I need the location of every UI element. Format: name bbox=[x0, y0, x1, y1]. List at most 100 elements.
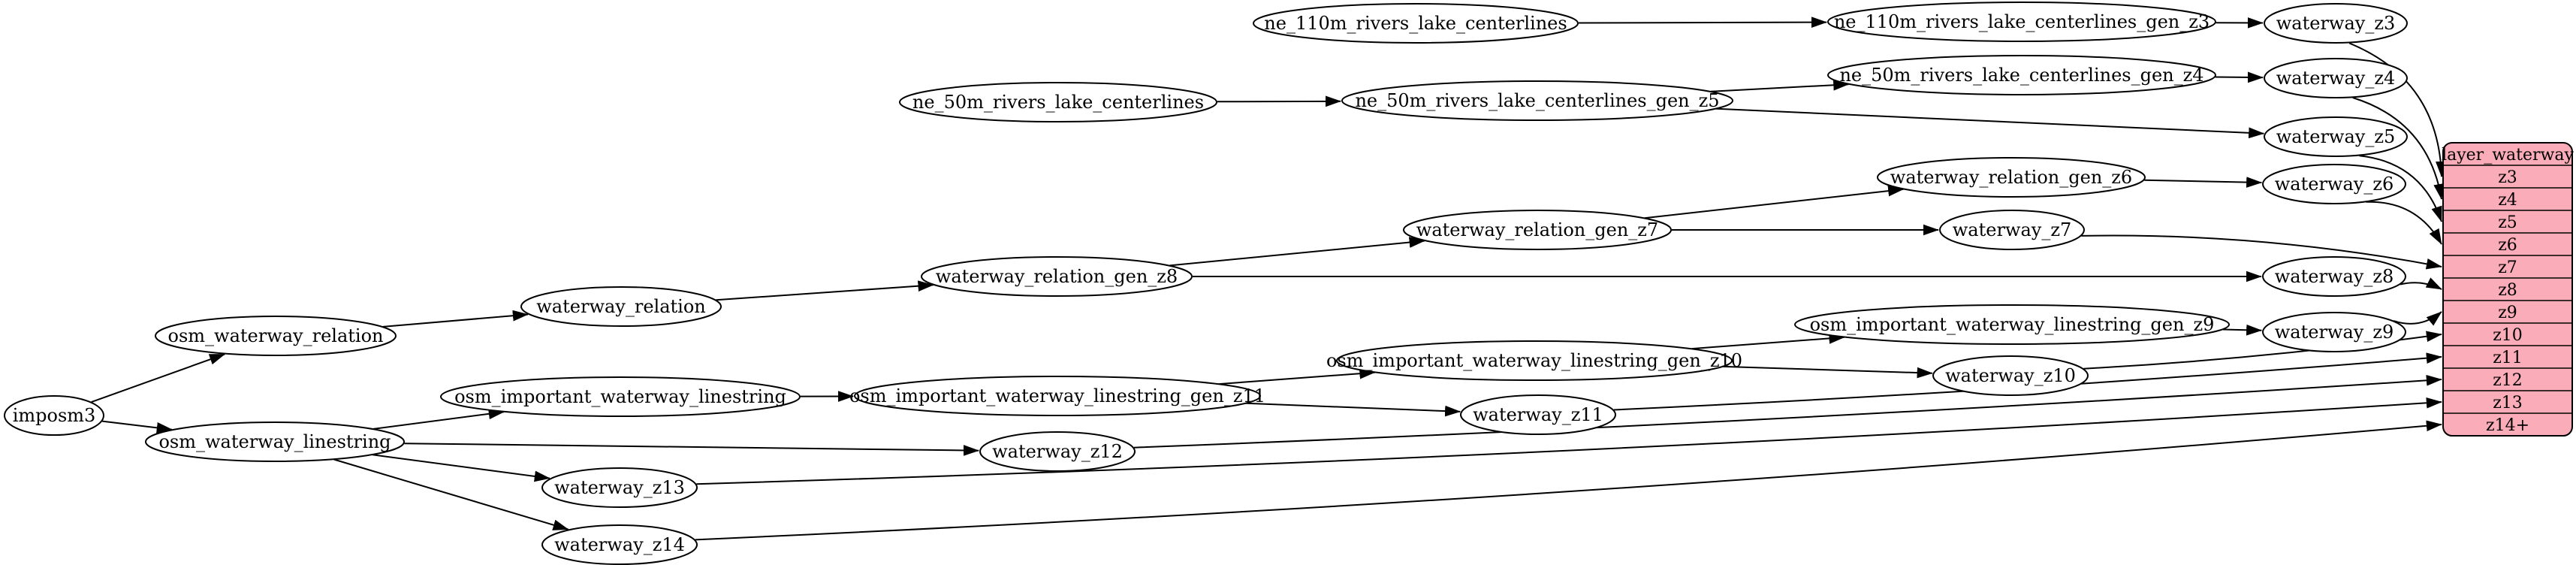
table-row-z10: z10 bbox=[2493, 326, 2523, 345]
node-waterway_z13: waterway_z13 bbox=[541, 467, 698, 508]
node-label-waterway_z13: waterway_z13 bbox=[554, 477, 685, 498]
edge-waterway_z12-to-z12 bbox=[1133, 374, 2442, 449]
node-ellipse-osm_waterway_linestring bbox=[145, 421, 405, 462]
table-layer: layer_waterwayz3z4z5z6z7z8z9z10z11z12z13… bbox=[2442, 142, 2574, 437]
node-ellipse-imposm3 bbox=[4, 395, 104, 436]
node-label-waterway_z3: waterway_z3 bbox=[2276, 13, 2396, 34]
node-label-waterway_z12: waterway_z12 bbox=[992, 441, 1123, 462]
node-label-waterway_z9: waterway_z9 bbox=[2275, 322, 2394, 343]
node-ellipse-waterway_relation_gen_z8 bbox=[921, 256, 1193, 297]
node-osm_waterway_linestring: osm_waterway_linestring bbox=[145, 421, 405, 462]
node-waterway_z10: waterway_z10 bbox=[1932, 355, 2089, 396]
node-label-waterway_relation_gen_z8: waterway_relation_gen_z8 bbox=[936, 266, 1178, 287]
node-waterway_z11: waterway_z11 bbox=[1460, 394, 1616, 435]
node-ellipse-ne_110m_rivers_lake_centerlines_gen_z3 bbox=[1827, 2, 2216, 42]
edge-waterway_relation_gen_z8-to-waterway_relation_gen_z7 bbox=[1169, 237, 1425, 267]
node-ellipse-waterway_z13 bbox=[541, 467, 698, 508]
node-ellipse-waterway_z10 bbox=[1932, 355, 2089, 396]
node-waterway_z14: waterway_z14 bbox=[541, 524, 698, 565]
node-label-ne_50m_rivers_lake_centerlines: ne_50m_rivers_lake_centerlines bbox=[912, 92, 1204, 113]
node-label-osm_important_waterway_linestring: osm_important_waterway_linestring bbox=[454, 386, 786, 407]
edge-osm_waterway_linestring-to-waterway_z13 bbox=[373, 454, 550, 482]
edge-osm_important_waterway_linestring_gen_z10-to-osm_important_waterway_linestring_gen_z9 bbox=[1691, 333, 1845, 350]
node-waterway_z7: waterway_z7 bbox=[1939, 210, 2085, 250]
edge-imposm3-to-osm_waterway_relation bbox=[91, 353, 225, 403]
node-label-waterway_z4: waterway_z4 bbox=[2276, 68, 2396, 89]
node-label-waterway_z11: waterway_z11 bbox=[1473, 404, 1603, 425]
node-osm_important_waterway_linestring_gen_z9: osm_important_waterway_linestring_gen_z9 bbox=[1794, 304, 2230, 345]
node-label-osm_important_waterway_linestring_gen_z10: osm_important_waterway_linestring_gen_z1… bbox=[1326, 350, 1742, 371]
node-label-waterway_z7: waterway_z7 bbox=[1953, 219, 2072, 240]
edge-waterway_relation_gen_z7-to-waterway_relation_gen_z6 bbox=[1644, 185, 1905, 219]
node-label-waterway_relation_gen_z7: waterway_relation_gen_z7 bbox=[1416, 219, 1658, 240]
node-label-osm_waterway_relation: osm_waterway_relation bbox=[168, 325, 384, 346]
node-ellipse-ne_110m_rivers_lake_centerlines bbox=[1253, 3, 1579, 44]
node-label-waterway_z8: waterway_z8 bbox=[2275, 266, 2394, 287]
node-label-osm_waterway_linestring: osm_waterway_linestring bbox=[158, 431, 391, 452]
edge-osm_important_waterway_linestring_gen_z11-to-osm_important_waterway_linestring_gen_z10 bbox=[1219, 367, 1376, 385]
edge-waterway_relation_gen_z6-to-waterway_z6 bbox=[2144, 177, 2263, 188]
table-row-z11: z11 bbox=[2493, 349, 2523, 367]
node-ne_110m_rivers_lake_centerlines: ne_110m_rivers_lake_centerlines bbox=[1253, 3, 1579, 44]
node-label-osm_important_waterway_linestring_gen_z9: osm_important_waterway_linestring_gen_z9 bbox=[1810, 314, 2215, 335]
node-label-osm_important_waterway_linestring_gen_z11: osm_important_waterway_linestring_gen_z1… bbox=[849, 385, 1265, 406]
node-ellipse-osm_important_waterway_linestring bbox=[440, 376, 801, 417]
node-ellipse-osm_important_waterway_linestring_gen_z11 bbox=[854, 376, 1261, 416]
node-ellipse-waterway_relation bbox=[520, 286, 722, 327]
node-ne_50m_rivers_lake_centerlines_gen_z5: ne_50m_rivers_lake_centerlines_gen_z5 bbox=[1341, 80, 1733, 121]
edge-osm_important_waterway_linestring_gen_z9-to-waterway_z9 bbox=[2222, 324, 2263, 336]
node-waterway_z4: waterway_z4 bbox=[2264, 58, 2408, 98]
edge-osm_important_waterway_linestring_gen_z10-to-waterway_z10 bbox=[1723, 365, 1933, 379]
node-ellipse-waterway_z4 bbox=[2264, 58, 2408, 98]
node-ne_50m_rivers_lake_centerlines: ne_50m_rivers_lake_centerlines bbox=[899, 82, 1217, 122]
edge-ne_50m_rivers_lake_centerlines_gen_z4-to-waterway_z4 bbox=[2215, 71, 2264, 83]
nodes-layer: imposm3 osm_waterway_relation osm_waterway… bbox=[4, 2, 2408, 565]
node-ellipse-waterway_relation_gen_z6 bbox=[1877, 157, 2146, 198]
node-ellipse-waterway_z6 bbox=[2262, 164, 2406, 204]
node-ne_50m_rivers_lake_centerlines_gen_z4: ne_50m_rivers_lake_centerlines_gen_z4 bbox=[1827, 55, 2216, 95]
table-row-z13: z13 bbox=[2493, 394, 2523, 412]
node-osm_important_waterway_linestring_gen_z10: osm_important_waterway_linestring_gen_z1… bbox=[1326, 340, 1742, 381]
node-label-ne_50m_rivers_lake_centerlines_gen_z4: ne_50m_rivers_lake_centerlines_gen_z4 bbox=[1839, 65, 2203, 86]
edge-ne_50m_rivers_lake_centerlines_gen_z5-to-waterway_z5 bbox=[1715, 107, 2265, 139]
edge-osm_waterway_linestring-to-waterway_z12 bbox=[404, 443, 979, 456]
node-ellipse-waterway_z8 bbox=[2262, 256, 2406, 297]
table-row-z4: z4 bbox=[2498, 191, 2517, 210]
node-ellipse-osm_important_waterway_linestring_gen_z9 bbox=[1794, 304, 2230, 345]
node-ellipse-waterway_z14 bbox=[541, 524, 698, 565]
node-waterway_relation_gen_z8: waterway_relation_gen_z8 bbox=[921, 256, 1193, 297]
table-row-z8: z8 bbox=[2498, 281, 2517, 300]
table-row-z7: z7 bbox=[2498, 258, 2517, 277]
edge-waterway_z14-to-z14+ bbox=[695, 420, 2442, 541]
node-label-imposm3: imposm3 bbox=[13, 405, 96, 426]
node-ellipse-ne_50m_rivers_lake_centerlines_gen_z4 bbox=[1827, 55, 2216, 95]
node-waterway_z3: waterway_z3 bbox=[2264, 3, 2408, 44]
node-ellipse-waterway_z12 bbox=[979, 431, 1136, 472]
edge-waterway_z9-to-z9 bbox=[2393, 311, 2442, 326]
edge-waterway_z13-to-z13 bbox=[696, 397, 2442, 485]
node-waterway_z9: waterway_z9 bbox=[2262, 312, 2406, 352]
node-label-waterway_z5: waterway_z5 bbox=[2276, 126, 2396, 147]
edge-waterway_z4-to-z4 bbox=[2352, 97, 2445, 200]
node-ellipse-waterway_z7 bbox=[1939, 210, 2085, 250]
node-waterway_z6: waterway_z6 bbox=[2262, 164, 2406, 204]
edge-osm_important_waterway_linestring_gen_z11-to-waterway_z11 bbox=[1246, 402, 1461, 417]
node-label-waterway_z6: waterway_z6 bbox=[2275, 174, 2394, 195]
node-imposm3: imposm3 bbox=[4, 395, 104, 436]
edge-waterway_z7-to-z7 bbox=[2081, 234, 2442, 270]
node-ellipse-waterway_z5 bbox=[2264, 116, 2408, 157]
table-row-z9: z9 bbox=[2498, 304, 2517, 322]
node-ne_110m_rivers_lake_centerlines_gen_z3: ne_110m_rivers_lake_centerlines_gen_z3 bbox=[1827, 2, 2216, 42]
edge-waterway_z3-to-z3 bbox=[2348, 42, 2447, 177]
node-ellipse-osm_waterway_relation bbox=[155, 316, 397, 356]
node-ellipse-waterway_z9 bbox=[2262, 312, 2406, 352]
edge-ne_50m_rivers_lake_centerlines-to-ne_50m_rivers_lake_centerlines_gen_z5 bbox=[1217, 95, 1341, 107]
node-label-waterway_relation_gen_z6: waterway_relation_gen_z6 bbox=[1890, 167, 2132, 188]
table-row-z5: z5 bbox=[2498, 213, 2517, 232]
table-row-z6: z6 bbox=[2498, 236, 2517, 255]
table-row-z12: z12 bbox=[2493, 371, 2523, 390]
node-ellipse-ne_50m_rivers_lake_centerlines bbox=[899, 82, 1217, 122]
node-waterway_z12: waterway_z12 bbox=[979, 431, 1136, 472]
edge-waterway_z5-to-z5 bbox=[2359, 155, 2442, 222]
